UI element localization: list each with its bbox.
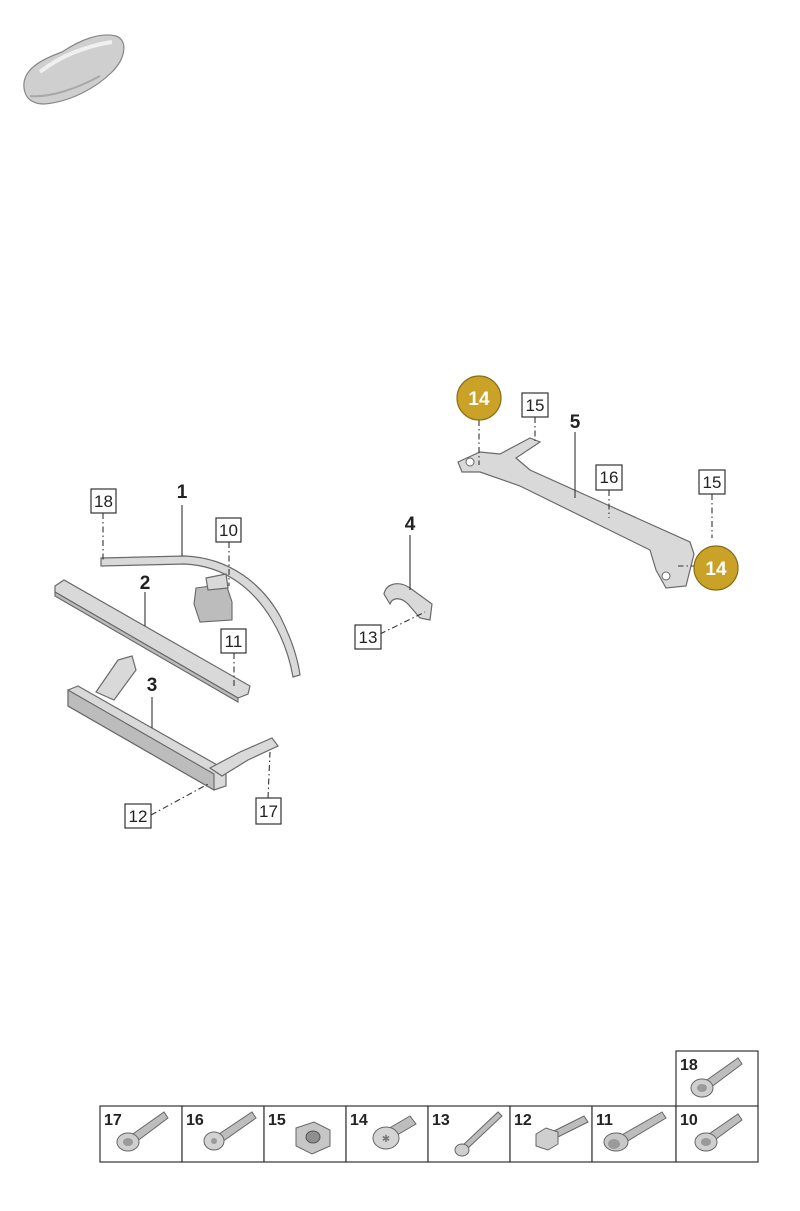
table-cell-11: 11 xyxy=(591,1105,677,1163)
svg-text:10: 10 xyxy=(680,1112,698,1129)
fastener-table: 18 17 16 xyxy=(99,1050,759,1163)
flange-bolt-icon xyxy=(694,1113,743,1152)
svg-text:14: 14 xyxy=(705,559,727,580)
table-cell-13: 13 xyxy=(427,1105,511,1163)
part-1-curved-rail xyxy=(100,555,301,678)
svg-text:11: 11 xyxy=(596,1112,613,1129)
torx-head-bolt-icon: ✱ xyxy=(372,1115,417,1150)
highlight-callouts: 14 14 xyxy=(456,375,739,591)
highlight-14-top xyxy=(456,375,502,421)
callout-11: 11 xyxy=(225,632,243,651)
pan-head-bolt-icon xyxy=(203,1111,257,1151)
part-2-straight-rail xyxy=(54,579,251,703)
callout-5: 5 xyxy=(570,412,581,433)
svg-text:14: 14 xyxy=(350,1112,368,1129)
callout-1: 1 xyxy=(177,482,188,503)
table-cell-16: 16 xyxy=(181,1105,265,1163)
callout-15-right: 15 xyxy=(703,473,722,492)
callout-2: 2 xyxy=(140,573,151,594)
hex-nut-icon xyxy=(295,1121,331,1155)
table-cell-18: 18 xyxy=(675,1050,759,1108)
svg-text:18: 18 xyxy=(680,1057,698,1074)
flange-bolt-icon xyxy=(690,1057,743,1098)
callout-13: 13 xyxy=(359,628,378,647)
table-cell-17: 17 xyxy=(99,1105,183,1163)
callout-17: 17 xyxy=(259,802,278,821)
svg-text:12: 12 xyxy=(514,1112,532,1129)
table-cell-10: 10 xyxy=(675,1105,759,1163)
callout-10: 10 xyxy=(219,521,238,540)
callout-16: 16 xyxy=(600,468,619,487)
svg-text:14: 14 xyxy=(468,389,490,410)
callout-15-top: 15 xyxy=(526,396,545,415)
callout-4: 4 xyxy=(405,514,416,535)
table-cell-12: 12 xyxy=(509,1105,593,1163)
shoulder-bolt-icon xyxy=(603,1111,667,1152)
long-bolt-icon xyxy=(454,1111,503,1157)
part-4-bracket xyxy=(383,583,433,621)
callout-12: 12 xyxy=(129,807,148,826)
car-thumbnail xyxy=(23,34,125,105)
callout-18: 18 xyxy=(94,492,113,511)
highlight-14-right xyxy=(693,545,739,591)
svg-text:13: 13 xyxy=(432,1112,450,1129)
svg-text:15: 15 xyxy=(268,1112,286,1129)
callout-3: 3 xyxy=(147,675,158,696)
leader-lines xyxy=(102,417,713,816)
table-cell-15: 15 xyxy=(263,1105,347,1163)
table-cell-14: 14 ✱ xyxy=(345,1105,429,1163)
hex-flange-bolt-icon xyxy=(535,1115,589,1151)
part-5-cross-brace xyxy=(457,437,695,589)
svg-text:✱: ✱ xyxy=(382,1134,390,1145)
svg-text:17: 17 xyxy=(104,1112,122,1129)
svg-text:16: 16 xyxy=(186,1112,204,1129)
part-3-crossmember xyxy=(67,655,279,791)
flange-bolt-icon xyxy=(116,1111,169,1152)
boxed-callouts: 18 10 11 12 17 13 15 16 15 xyxy=(90,392,726,829)
